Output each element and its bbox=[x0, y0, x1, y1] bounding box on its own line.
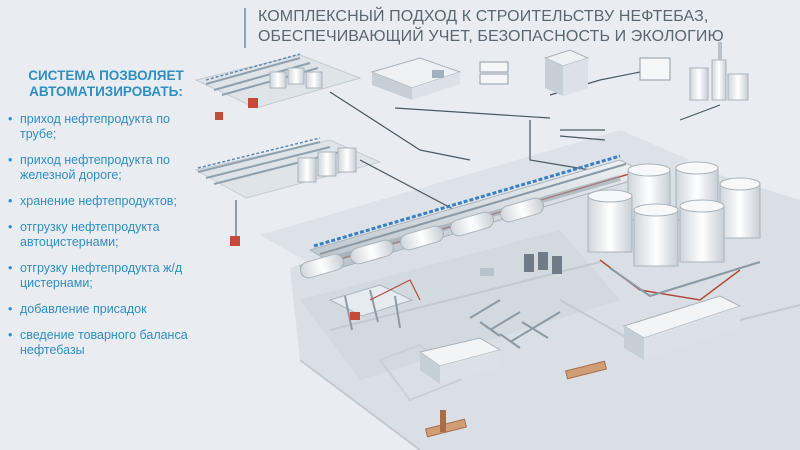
refinery-tanks bbox=[689, 42, 749, 101]
feature-item: приход нефтепродукта по трубе; bbox=[8, 112, 204, 142]
features-panel: СИСТЕМА ПОЗВОЛЯЕТ АВТОМАТИЗИРОВАТЬ: прих… bbox=[8, 68, 204, 369]
feature-item: отгрузку нефтепродукта автоцистернами; bbox=[8, 220, 204, 250]
pipeline-receiving-station bbox=[194, 53, 362, 120]
title-accent-bar bbox=[244, 8, 246, 48]
storage-tank-farm bbox=[587, 161, 761, 301]
feature-item: хранение нефтепродуктов; bbox=[8, 194, 204, 209]
ground-platform bbox=[260, 130, 800, 450]
pump-station bbox=[480, 252, 562, 276]
gates bbox=[425, 360, 607, 438]
rail-tank-cars bbox=[300, 197, 544, 279]
feature-item: добавление присадок bbox=[8, 302, 204, 317]
feature-item: сведение товарного баланса нефтебазы bbox=[8, 328, 204, 358]
truck-loading-bays bbox=[469, 299, 561, 349]
features-list: приход нефтепродукта по трубе; приход не… bbox=[8, 112, 204, 358]
server-cabinets bbox=[479, 57, 671, 85]
loading-shed bbox=[328, 279, 421, 331]
rail-receiving-station bbox=[194, 137, 382, 246]
page-title: КОМПЛЕКСНЫЙ ПОДХОД К СТРОИТЕЛЬСТВУ НЕФТЕ… bbox=[258, 8, 724, 45]
feature-item: приход нефтепродукта по железной дороге; bbox=[8, 153, 204, 183]
control-room-building bbox=[543, 49, 590, 96]
feature-item: отгрузку нефтепродукта ж/д цистернами; bbox=[8, 261, 204, 291]
warehouse-buildings bbox=[418, 295, 742, 384]
features-heading: СИСТЕМА ПОЗВОЛЯЕТ АВТОМАТИЗИРОВАТЬ: bbox=[28, 68, 184, 99]
truck-loading-building bbox=[370, 57, 462, 100]
